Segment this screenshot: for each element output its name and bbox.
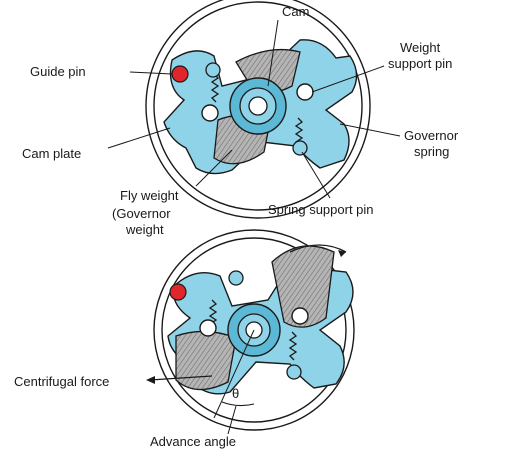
bottom-weight-support-pin-left <box>200 320 216 336</box>
bottom-guide-pin <box>170 284 186 300</box>
label-weight-support-pin-1: Weight <box>400 40 441 55</box>
label-governor-spring-1: Governor <box>404 128 459 143</box>
top-guide-pin <box>172 66 188 82</box>
label-cam-plate: Cam plate <box>22 146 81 161</box>
label-fly-weight-2: (Governor <box>112 206 171 221</box>
label-fly-weight-1: Fly weight <box>120 188 179 203</box>
label-cam: Cam <box>282 4 309 19</box>
label-guide-pin: Guide pin <box>30 64 86 79</box>
top-weight-support-pin-left <box>202 105 218 121</box>
top-spring-pin-upper <box>206 63 220 77</box>
label-spring-support-pin: Spring support pin <box>268 202 374 217</box>
label-centrifugal-force: Centrifugal force <box>14 374 109 389</box>
bottom-assembly <box>146 230 354 434</box>
label-weight-support-pin-2: support pin <box>388 56 452 71</box>
centrifugal-force-arrow-head <box>146 376 155 384</box>
bottom-spring-support-pin <box>287 365 301 379</box>
top-spring-support-pin <box>293 141 307 155</box>
label-advance-angle: Advance angle <box>150 434 236 449</box>
top-cam-hub-bore <box>249 97 267 115</box>
label-theta: θ <box>232 386 239 401</box>
label-governor-spring-2: spring <box>414 144 449 159</box>
top-weight-support-pin-right <box>297 84 313 100</box>
bottom-fly-weight-lower <box>176 331 236 389</box>
bottom-spring-pin-upper <box>229 271 243 285</box>
top-assembly <box>108 0 400 220</box>
bottom-weight-support-pin-right <box>292 308 308 324</box>
label-fly-weight-3: weight <box>125 222 164 237</box>
